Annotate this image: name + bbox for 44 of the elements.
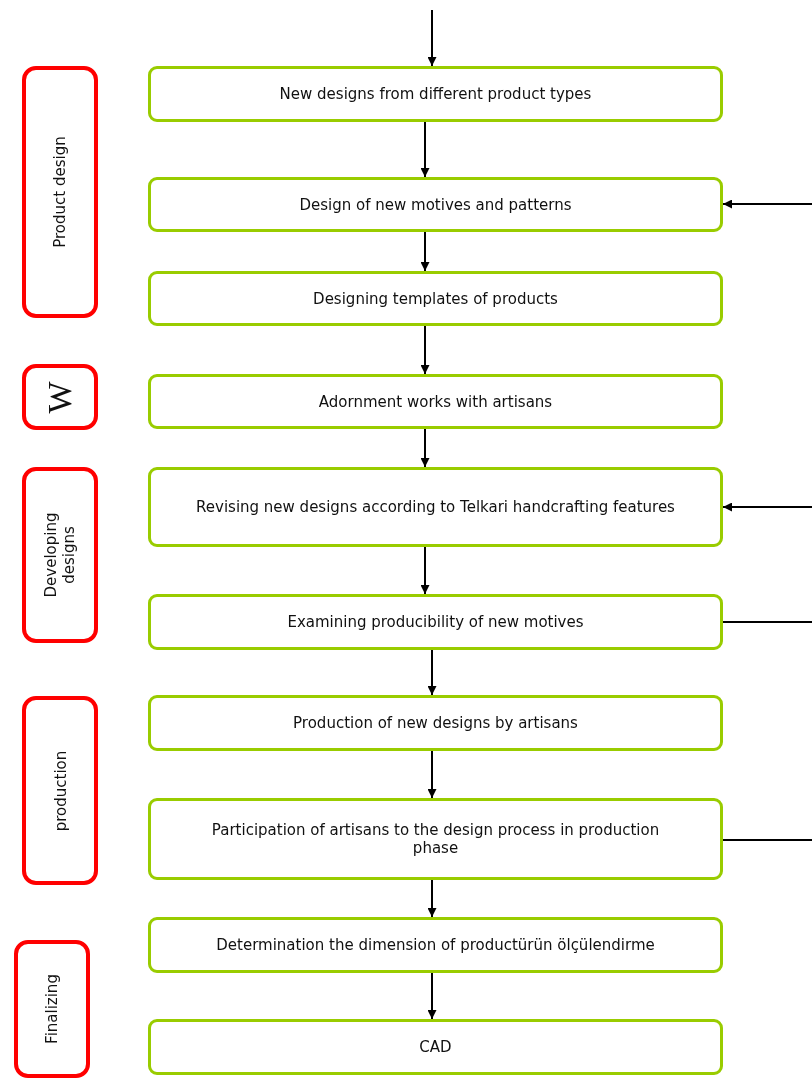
phase-label-box: [22, 66, 98, 318]
connector-line: [722, 839, 812, 841]
step-text: New designs from different product types: [279, 85, 592, 103]
phase-label-box: [22, 696, 98, 885]
connector-line: [722, 621, 812, 623]
process-box: [148, 66, 723, 122]
step-text: Participation of artisans to the design process in production phase: [210, 821, 661, 857]
step-text: Designing templates of products: [313, 289, 558, 308]
step-text: Adornment works with artisans: [318, 392, 553, 411]
process-box: [148, 177, 723, 232]
phase-label: production: [51, 749, 69, 833]
phase-label: Product design: [51, 135, 69, 250]
process-box: [148, 917, 723, 973]
arrow: [420, 231, 430, 272]
arrow: [427, 750, 437, 799]
process-box: [148, 695, 723, 751]
arrow: [420, 546, 430, 595]
process-box: [148, 374, 723, 429]
process-box: [148, 594, 723, 650]
arrow: [427, 879, 437, 918]
process-box: [148, 798, 723, 880]
arrow: [427, 972, 437, 1020]
arrow: [722, 199, 812, 209]
step-text: CAD: [419, 1038, 452, 1056]
step-text: Determination the dimension of productürün ölçülendirme: [216, 936, 655, 954]
step-text: Examining producibility of new motives: [287, 613, 584, 631]
arrow: [420, 121, 430, 178]
phase-label-box: [22, 467, 98, 643]
arrow: [427, 649, 437, 696]
arrow: [420, 325, 430, 375]
phase-label-box: [14, 940, 90, 1078]
step-text: Design of new motives and patterns: [299, 195, 572, 214]
phase-label-box: [22, 364, 98, 430]
arrow: [427, 9, 437, 67]
process-box: [148, 467, 723, 547]
arrow: [420, 428, 430, 468]
step-text: Revising new designs according to Telkari handcrafting features: [196, 498, 675, 516]
step-text: Production of new designs by artisans: [293, 714, 578, 732]
phase-label: Finalizing: [43, 973, 61, 1046]
phase-label: W: [39, 379, 79, 416]
process-box: [148, 1019, 723, 1075]
phase-label: Developing designs: [42, 511, 78, 600]
process-box: [148, 271, 723, 326]
arrow: [722, 502, 812, 512]
